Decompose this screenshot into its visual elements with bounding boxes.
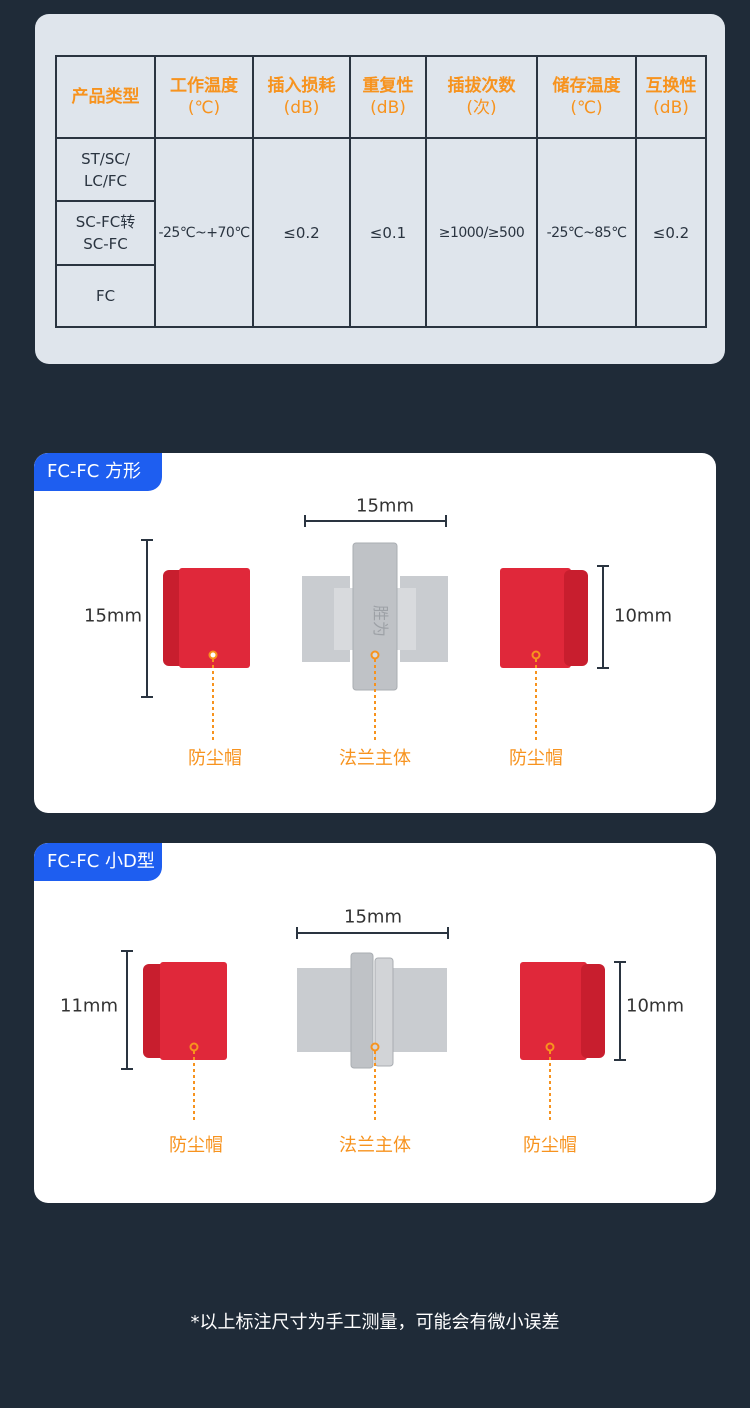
dust-cap-right-shape bbox=[520, 962, 605, 1060]
left-dimension-label: 11mm bbox=[60, 995, 118, 1017]
header-repeatability: 重复性(dB) bbox=[349, 55, 427, 139]
type-cell: SC-FC转 SC-FC bbox=[55, 200, 156, 266]
measurement-disclaimer: *以上标注尺寸为手工测量，可能会有微小误差 bbox=[190, 1312, 560, 1333]
dimension-lines bbox=[141, 515, 609, 698]
header-type: 产品类型 bbox=[55, 55, 156, 139]
card-title: FC-FC 方形 bbox=[34, 453, 162, 491]
table-text: (dB) bbox=[283, 98, 320, 118]
header-mating: 插拔次数(次) bbox=[425, 55, 538, 139]
flange-body-shape bbox=[297, 952, 447, 1069]
interchange-cell: ≤0.2 bbox=[635, 137, 707, 328]
header-work-temp: 工作温度(℃) bbox=[154, 55, 254, 139]
storage-temp-cell: -25℃~85℃ bbox=[536, 137, 637, 328]
table-text: 储存温度 bbox=[552, 76, 621, 96]
dust-cap-right-label: 防尘帽 bbox=[509, 748, 563, 769]
width-dimension-label: 15mm bbox=[344, 906, 402, 928]
width-dimension-label: 15mm bbox=[356, 495, 414, 517]
table-text: (℃) bbox=[187, 98, 221, 118]
product-illustration bbox=[121, 927, 626, 1123]
brand-logo: 胜为 bbox=[371, 605, 390, 637]
table-text: (次) bbox=[466, 98, 497, 118]
table-text: (℃) bbox=[570, 98, 603, 118]
card-fc-square: FC-FC 方形 胜为 15mm 15mm 10mm 防尘帽 法兰主体 防尘帽 bbox=[34, 453, 716, 813]
right-dimension-label: 10mm bbox=[626, 995, 684, 1017]
repeatability-cell: ≤0.1 bbox=[349, 137, 427, 328]
table-text: (dB) bbox=[370, 98, 406, 118]
left-dimension-label: 15mm bbox=[84, 605, 142, 627]
header-interchange: 互换性(dB) bbox=[635, 55, 707, 139]
type-cell: ST/SC/ LC/FC bbox=[55, 137, 156, 202]
dust-cap-left-label: 防尘帽 bbox=[188, 748, 242, 769]
dust-cap-right-shape bbox=[500, 568, 588, 668]
flange-body-shape: 胜为 bbox=[302, 542, 448, 691]
table-text: 产品类型 bbox=[71, 87, 140, 107]
header-storage-temp: 储存温度(℃) bbox=[536, 55, 637, 139]
mating-cell: ≥1000/≥500 bbox=[425, 137, 538, 328]
dust-cap-right-label: 防尘帽 bbox=[523, 1135, 577, 1156]
table-text: (dB) bbox=[653, 98, 689, 118]
card-fc-small-d: FC-FC 小D型 15mm 11mm 10mm 防尘帽 法兰主体 防尘帽 bbox=[34, 843, 716, 1203]
table-text: 插入损耗 bbox=[267, 76, 336, 96]
product-illustration: 胜为 bbox=[141, 515, 609, 741]
dust-cap-left-shape bbox=[163, 568, 250, 668]
table-text: 互换性 bbox=[645, 76, 697, 96]
card-title: FC-FC 小D型 bbox=[34, 843, 162, 881]
dust-cap-left-shape bbox=[143, 962, 227, 1060]
flange-body-label: 法兰主体 bbox=[339, 748, 411, 769]
work-temp-cell: -25℃~+70℃ bbox=[154, 137, 254, 328]
dimension-lines bbox=[121, 927, 626, 1070]
table-text: 工作温度 bbox=[170, 76, 238, 96]
header-insertion-loss: 插入损耗(dB) bbox=[252, 55, 351, 139]
dust-cap-left-label: 防尘帽 bbox=[169, 1135, 223, 1156]
table-text: 重复性 bbox=[362, 76, 414, 96]
type-cell: FC bbox=[55, 264, 156, 328]
insertion-loss-cell: ≤0.2 bbox=[252, 137, 351, 328]
table-text: 插拔次数 bbox=[447, 76, 516, 96]
flange-body-label: 法兰主体 bbox=[339, 1135, 411, 1156]
right-dimension-label: 10mm bbox=[614, 605, 672, 627]
spec-table: 产品类型 工作温度(℃) 插入损耗(dB) 重复性(dB) 插拔次数(次) 储存… bbox=[55, 55, 707, 328]
